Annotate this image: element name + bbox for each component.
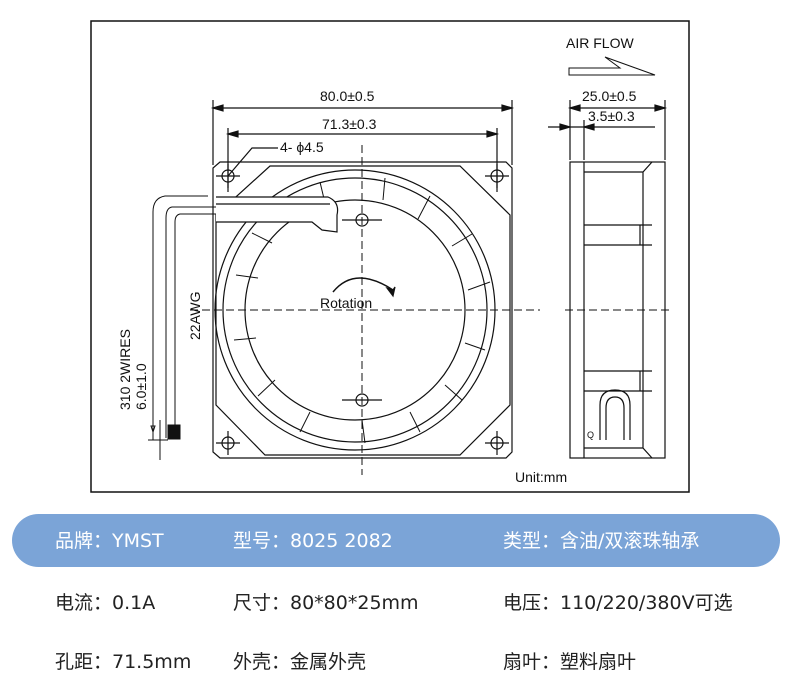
- depth-dimension: 25.0±0.5: [582, 88, 637, 104]
- hole-diameter-dimension: 4- ϕ4.5: [280, 139, 324, 155]
- spec-blades: 扇叶：塑料扇叶: [503, 651, 637, 673]
- spec-housing: 外壳：金属外壳: [233, 651, 367, 673]
- lead-wires: [148, 195, 216, 460]
- spec-model: 型号：8025 2082: [233, 530, 393, 552]
- flange-dimension: 3.5±0.3: [588, 108, 635, 124]
- unit-label: Unit:mm: [515, 469, 567, 485]
- spec-bearing-type: 类型：含油/双滚珠轴承: [503, 530, 700, 552]
- air-flow-arrow-icon: [568, 56, 656, 76]
- drawing-frame: [90, 20, 690, 493]
- wire-gauge-label: 22AWG: [187, 292, 203, 341]
- spec-size: 尺寸：80*80*25mm: [233, 592, 419, 614]
- rotation-arrow-icon: [332, 277, 394, 293]
- fan-frame-front: [212, 161, 513, 459]
- spec-brand: 品牌：YMST: [55, 530, 164, 552]
- spec-hole-spacing: 孔距：71.5mm: [55, 651, 192, 673]
- rotation-label: Rotation: [320, 295, 372, 311]
- fan-technical-drawing: AIR FLOW 80.0±0.5 71.3±0.3 4- ϕ4.5 Rotat…: [90, 20, 690, 493]
- spec-highlight-band: [12, 514, 780, 567]
- hole-spacing-dimension: 71.3±0.3: [322, 116, 377, 132]
- side-mark: Q: [587, 430, 594, 440]
- spec-current: 电流：0.1A: [55, 592, 156, 614]
- spec-row-2: 电流：0.1A 尺寸：80*80*25mm 电压：110/220/380V可选: [0, 588, 790, 618]
- spec-row-1: 品牌：YMST 型号：8025 2082 类型：含油/双滚珠轴承: [0, 526, 790, 556]
- wire-strip-label: 6.0±1.0: [133, 363, 149, 410]
- spec-row-3: 孔距：71.5mm 外壳：金属外壳 扇叶：塑料扇叶: [0, 647, 790, 677]
- wire-length-label: 310 2WIRES: [117, 329, 133, 410]
- spec-voltage: 电压：110/220/380V可选: [503, 592, 733, 614]
- width-dimension: 80.0±0.5: [320, 88, 375, 104]
- fan-side-view: [569, 161, 666, 459]
- air-flow-label: AIR FLOW: [566, 35, 634, 51]
